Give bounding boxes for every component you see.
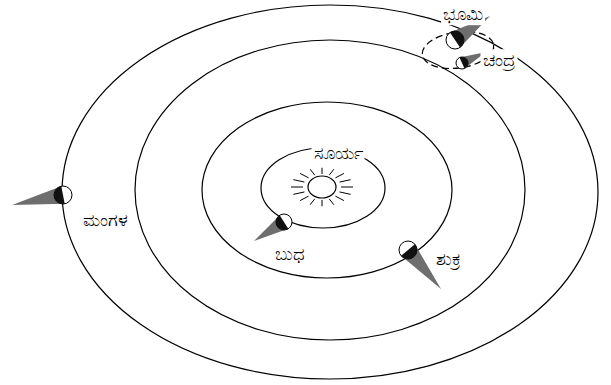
sun-ray <box>293 192 304 194</box>
night-side <box>54 186 65 204</box>
sun-ray <box>310 199 315 205</box>
sun-ray <box>335 196 343 200</box>
night-side <box>460 57 468 68</box>
orbit-ring <box>135 40 525 340</box>
sun-ray <box>300 196 308 200</box>
label-holder: ಸೂರ್ಯ <box>312 142 365 164</box>
planet-label: ಬುಧ <box>273 243 307 265</box>
sun-symbol <box>308 176 336 198</box>
sun-ray <box>291 187 303 188</box>
planets <box>12 16 490 289</box>
planet-symbol <box>12 186 72 205</box>
sun-ray <box>329 169 334 175</box>
sun-ray <box>322 200 323 206</box>
planet-body <box>54 186 72 204</box>
planet-body <box>399 241 417 259</box>
label-holder: ಮಂಗಳ <box>81 209 130 231</box>
sun-ray <box>329 199 334 205</box>
label-holder: ಬುಧ <box>273 243 307 265</box>
label-holder: ಶುಕ್ರ <box>434 248 463 270</box>
planet-body <box>446 31 464 49</box>
sun-ray <box>340 180 351 182</box>
planet-label: ಮಂಗಳ <box>81 209 130 231</box>
planet-label: ಭೂಮಿ <box>441 3 485 25</box>
night-side <box>401 244 417 259</box>
label-holder: ಭೂಮಿ <box>441 3 485 25</box>
sun-ray <box>341 187 353 188</box>
sun-ray <box>293 180 304 182</box>
planet-symbol <box>254 214 292 241</box>
orbit-ring <box>202 102 452 278</box>
planet-label: ಶುಕ್ರ <box>434 248 463 270</box>
night-side <box>276 215 288 230</box>
planet-body <box>276 214 292 230</box>
sun-ray <box>322 168 323 174</box>
sun-ray <box>340 192 351 194</box>
sun-ray <box>310 169 315 175</box>
sun-rays <box>291 168 353 206</box>
planet-body <box>456 57 468 69</box>
label-holder: ಚಂದ್ರ <box>481 49 518 71</box>
planet-label: ಚಂದ್ರ <box>481 49 518 71</box>
sun-ray <box>300 173 308 177</box>
orbit-ring <box>62 5 598 379</box>
sun-ray <box>335 173 343 177</box>
night-side <box>450 31 464 47</box>
planet-label: ಸೂರ್ಯ <box>312 142 365 164</box>
